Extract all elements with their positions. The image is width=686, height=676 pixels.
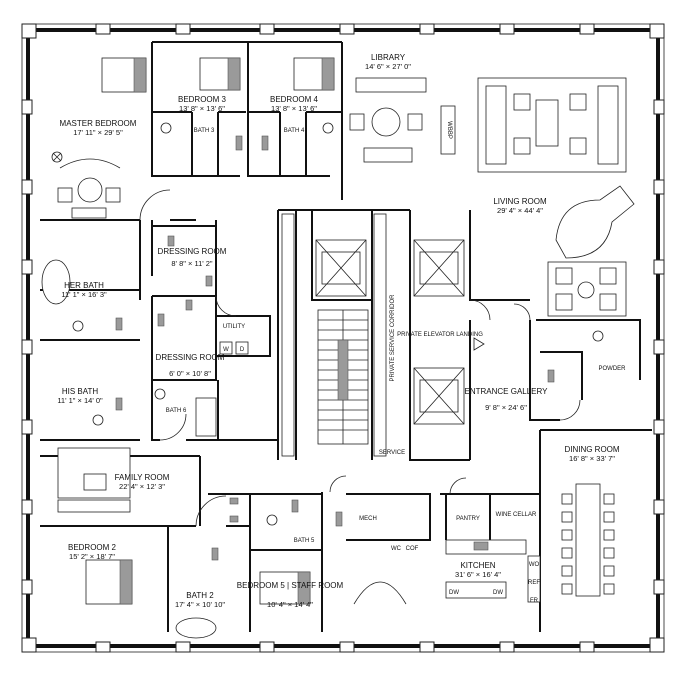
door-swings (139, 189, 581, 527)
dining-room-dim: 16' 8" × 33' 7" (569, 454, 615, 463)
her-bath-name: HER BATH (64, 281, 104, 290)
family-room-dim: 22' 4" × 12' 3" (119, 482, 165, 491)
bedroom3-name: BEDROOM 3 (178, 95, 227, 104)
kitchen-dim: 31' 6" × 16' 4" (455, 570, 501, 579)
powder-label: POWDER (599, 366, 627, 372)
living-room-name: LIVING ROOM (493, 197, 547, 206)
cof-label: COF (406, 546, 419, 552)
her-bath-dim: 11' 1" × 16' 3" (61, 290, 107, 299)
bath2-dim: 17' 4" × 10' 10" (175, 600, 225, 609)
room-labels: LIBRARY 14' 6" × 27' 0" BEDROOM 3 13' 8"… (57, 53, 620, 609)
bath6-label: BATH 6 (166, 408, 187, 414)
kitchen-name: KITCHEN (460, 561, 495, 570)
bath5-label: BATH 5 (294, 538, 315, 544)
stairs (281, 213, 387, 457)
master-bedroom-dim: 17' 11" × 29' 5" (73, 128, 123, 137)
bath2-name: BATH 2 (186, 591, 214, 600)
bedroom4-dim: 13' 8" × 13' 6" (271, 104, 317, 113)
family-room-name: FAMILY ROOM (115, 473, 170, 482)
dressing-room-2-dim: 6' 0" × 10' 8" (169, 369, 211, 378)
private-service-corridor-label: PRIVATE SERVICE CORRIDOR (390, 294, 396, 382)
entrance-gallery-dim: 9' 8" × 24' 6" (485, 403, 527, 412)
washer-label: W (223, 347, 229, 353)
fr-label: FR (530, 598, 539, 604)
bedroom2-dim: 15' 2" × 18' 7" (69, 552, 115, 561)
wo-label: WO (529, 562, 540, 568)
ref-label: REF (528, 580, 540, 586)
entrance-gallery-name: ENTRANCE GALLERY (465, 387, 549, 396)
elevator-shafts (315, 239, 465, 425)
his-bath-dim: 11' 1" × 14' 0" (57, 396, 103, 405)
exterior-walls (21, 23, 665, 653)
wine-cellar-label: WINE CELLAR (496, 512, 537, 518)
bedroom5-dim: 10' 4" × 14' 4" (267, 600, 313, 609)
bath3-label: BATH 3 (194, 128, 215, 134)
dressing-room-1-dim: 8' 8" × 11' 2" (171, 259, 213, 268)
dw-right-label: DW (493, 590, 503, 596)
service-label: SERVICE (379, 450, 405, 456)
private-elevator-landing-label: PRIVATE ELEVATOR LANDING (397, 332, 483, 338)
wc-label: WC (391, 546, 402, 552)
furniture (41, 57, 635, 639)
living-room-dim: 29' 4" × 44' 4" (497, 206, 543, 215)
library-dim: 14' 6" × 27' 0" (365, 62, 411, 71)
dining-room-name: DINING ROOM (564, 445, 619, 454)
interior-walls (40, 41, 652, 632)
mech-label: MECH (359, 516, 377, 522)
library-name: LIBRARY (371, 53, 406, 62)
dryer-label: D (240, 347, 245, 353)
bedroom2-name: BEDROOM 2 (68, 543, 117, 552)
wbbp-label: WBBP (446, 121, 452, 139)
dressing-room-1-name: DRESSING ROOM (158, 247, 227, 256)
bedroom5-name: BEDROOM 5 | STAFF ROOM (237, 581, 344, 590)
minor-labels: BATH 3 BATH 4 BATH 5 BATH 6 WBBP UTILITY… (166, 121, 626, 604)
bedroom3-dim: 13' 8" × 13' 6" (179, 104, 225, 113)
dw-left-label: DW (449, 590, 459, 596)
bath4-label: BATH 4 (284, 128, 305, 134)
his-bath-name: HIS BATH (62, 387, 99, 396)
bedroom4-name: BEDROOM 4 (270, 95, 319, 104)
entry-arrow-icon (473, 337, 485, 351)
master-bedroom-name: MASTER BEDROOM (60, 119, 137, 128)
utility-label: UTILITY (223, 324, 245, 330)
dressing-room-2-name: DRESSING ROOM (156, 353, 225, 362)
pantry-label: PANTRY (456, 516, 480, 522)
